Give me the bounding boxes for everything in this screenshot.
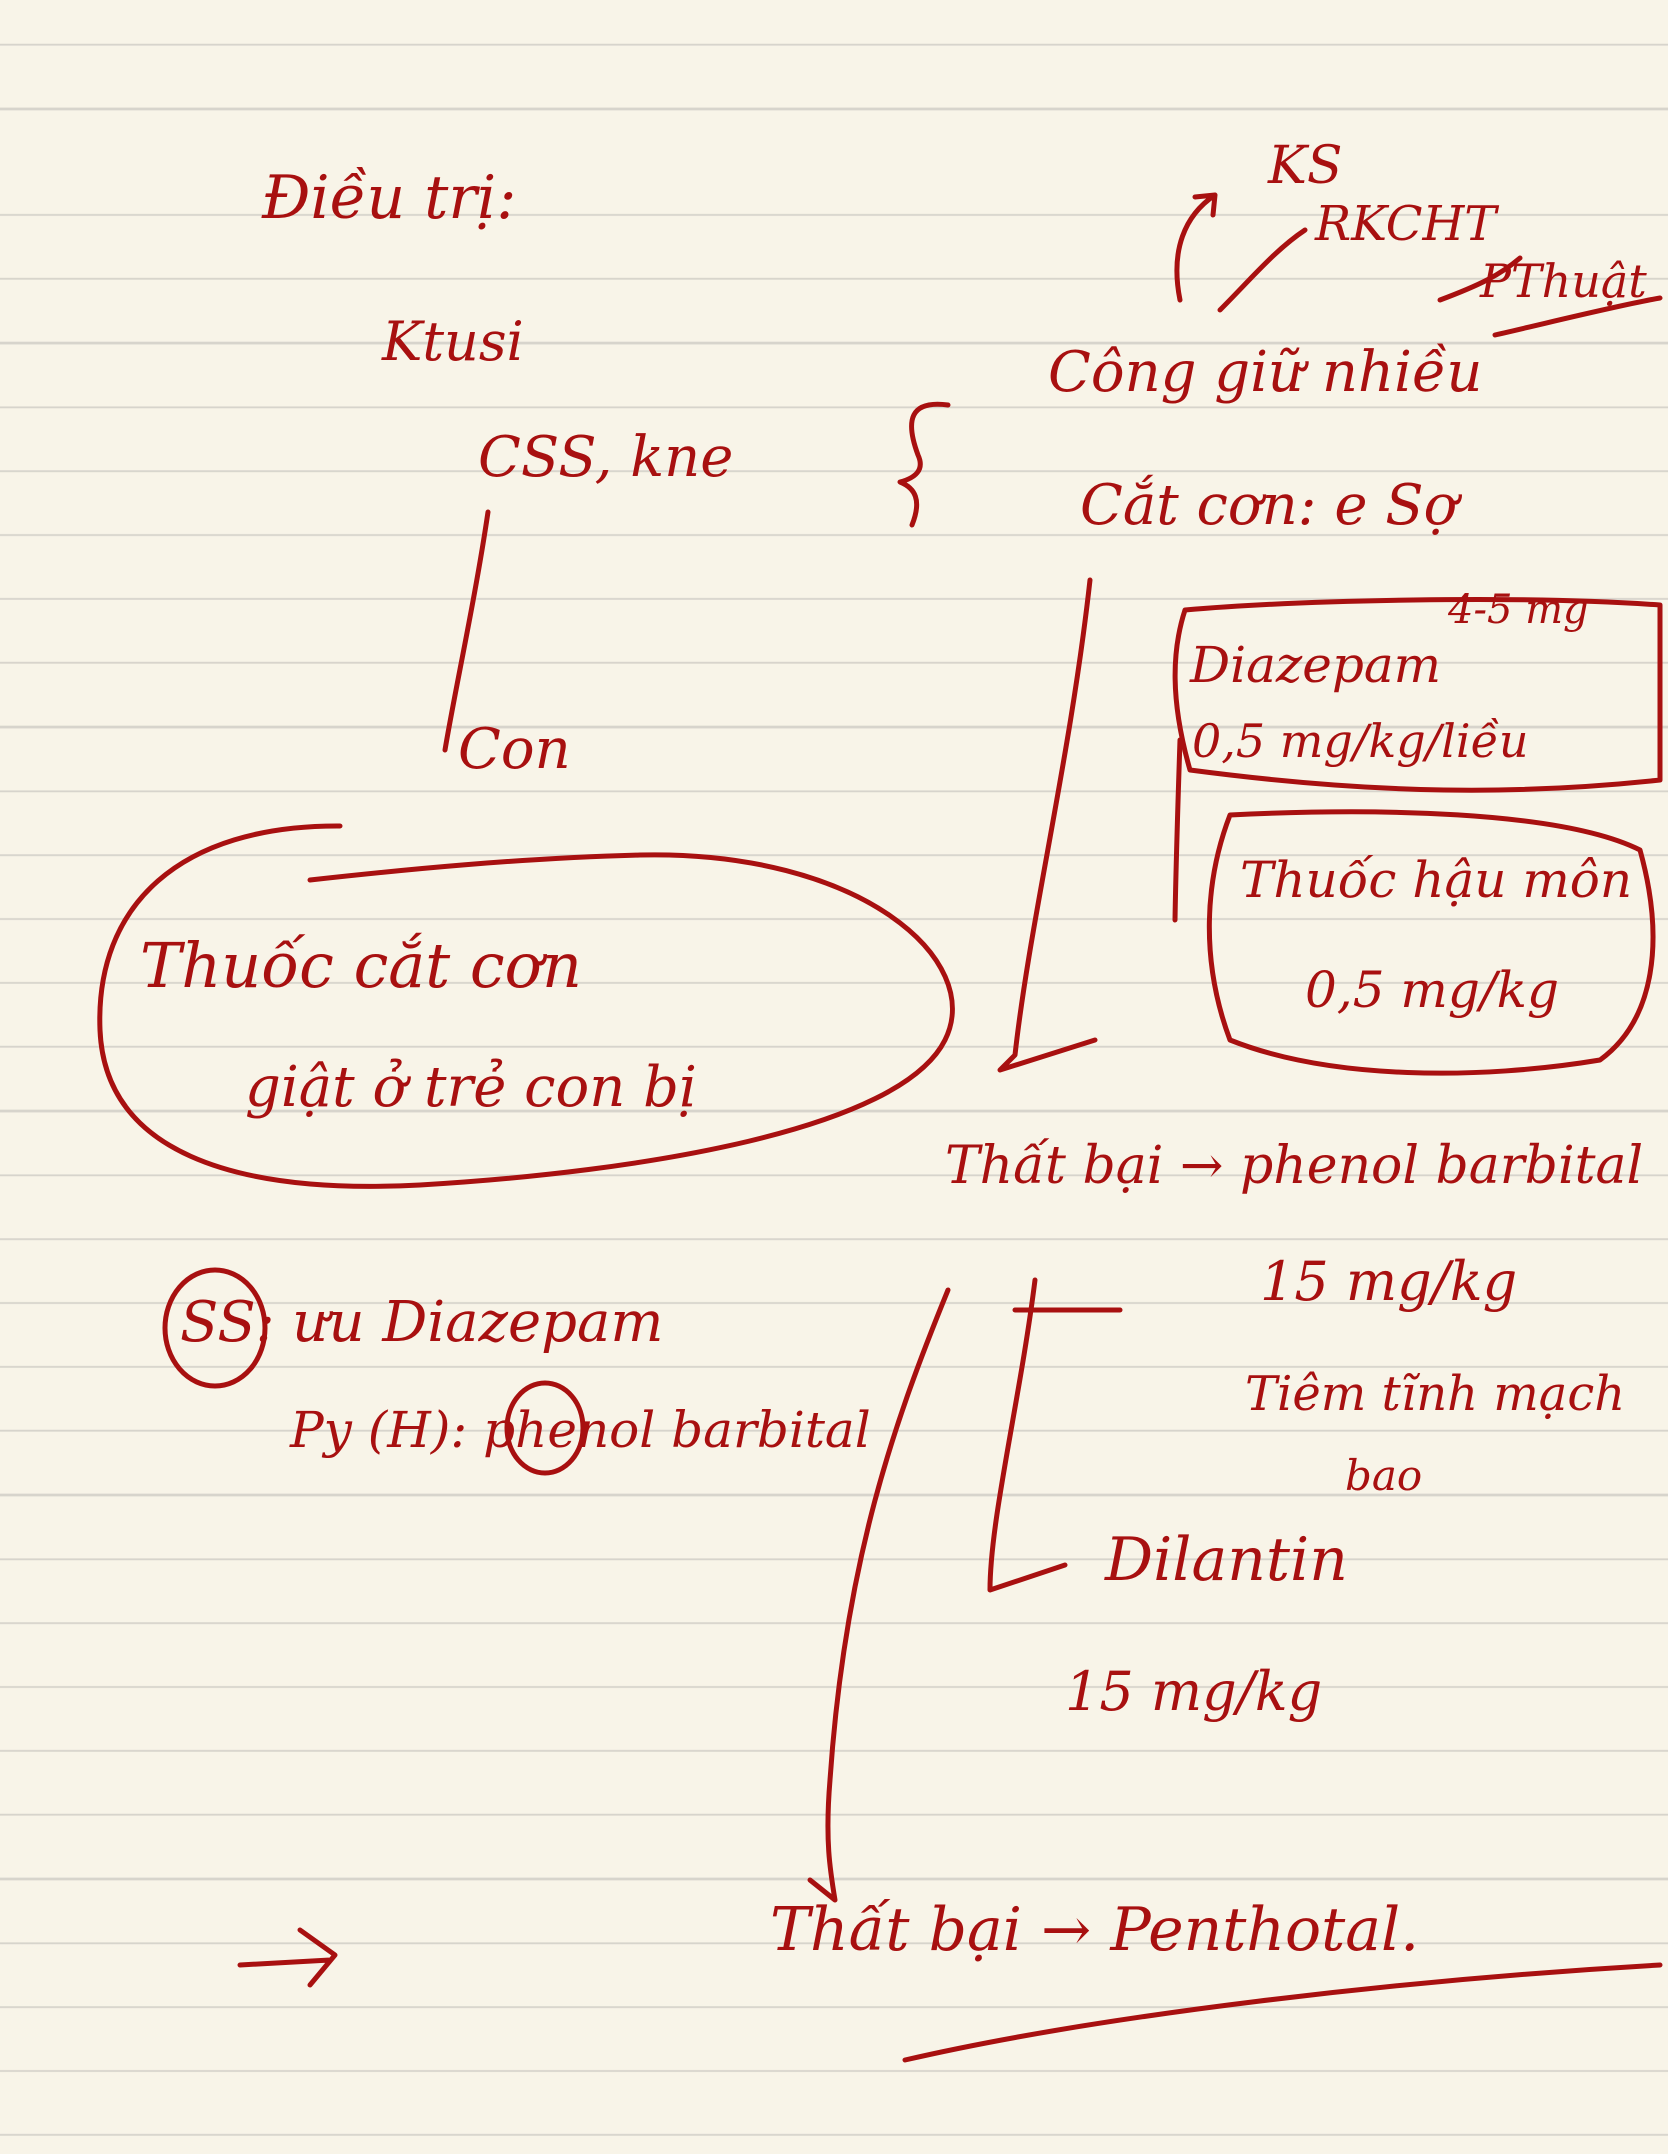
- note-cat-con: Cắt cơn: e Sợ: [1080, 473, 1458, 538]
- thatbai-penthotal: Thất bại → Penthotal.: [770, 1895, 1420, 1965]
- stroke-dilantin-branch: [987, 1277, 1068, 1593]
- ss-sub: Py (H): phenol barbital: [290, 1401, 871, 1459]
- circled-note-line2: giật ở trẻ con bị: [245, 1055, 697, 1120]
- ss-line: SS: ưu Diazepam: [180, 1290, 664, 1355]
- stroke-arrow-pthuat: [1437, 255, 1523, 303]
- tinh-mach: Tiêm tĩnh mạch: [1245, 1366, 1626, 1422]
- stroke-arrow-ks: [1174, 192, 1218, 303]
- stroke-long-vertical: [807, 1287, 951, 1903]
- dose-dilantin: 15 mg/kg: [1065, 1660, 1323, 1723]
- stroke-arrow-rk: [1217, 227, 1308, 313]
- circled-note-line1: Thuốc cắt cơn: [140, 929, 582, 1002]
- stroke-left-vertical: [442, 509, 491, 753]
- note-cong: Công giữ nhiều: [1048, 340, 1483, 405]
- stroke-ss-circle: [162, 1267, 268, 1389]
- dose-15: 15 mg/kg: [1260, 1250, 1518, 1313]
- stroke-underline-bottom: [902, 1962, 1663, 2063]
- note-ks: KS: [1268, 136, 1343, 196]
- stroke-oval: [97, 823, 955, 1189]
- stroke-h-circle: [504, 1380, 586, 1476]
- stroke-arrow-bottom-left: [237, 1927, 338, 1988]
- branch-ktusi: Ktusi: [382, 310, 524, 373]
- stroke-right-bracket: [1172, 737, 1183, 923]
- branch-css-kne: CSS, kne: [478, 425, 734, 490]
- hau-mon-line1: Thuốc hậu môn: [1240, 851, 1633, 909]
- bao: bao: [1345, 1451, 1423, 1500]
- branch-con: Con: [458, 717, 571, 782]
- note-rkcht: RKCHT: [1315, 196, 1497, 252]
- diazepam-line2: 0,5 mg/kg/liều: [1192, 714, 1529, 768]
- stroke-underline-pthuat: [1492, 295, 1663, 338]
- stroke-center-vertical: [997, 577, 1098, 1073]
- heading-dieu-tri: Điều trị:: [262, 163, 517, 233]
- stroke-diazepam-box: [1172, 597, 1663, 793]
- note-pthuat: PThuật: [1480, 254, 1647, 308]
- hau-mon-line2: 0,5 mg/kg: [1305, 961, 1559, 1019]
- diazepam-line1: Diazepam: [1190, 636, 1442, 694]
- thatbai-phenol: Thất bại → phenol barbital: [945, 1136, 1644, 1196]
- stroke-brace: [897, 401, 951, 528]
- note-dose-unit: 4-5 mg: [1448, 587, 1589, 633]
- stroke-hau-mon-box: [1206, 809, 1656, 1076]
- dilantin: Dilantin: [1105, 1525, 1348, 1595]
